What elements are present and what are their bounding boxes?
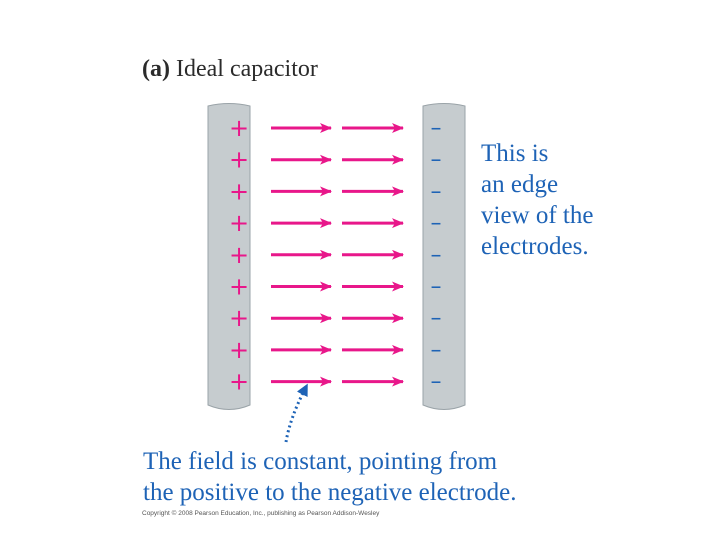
edge-view-note-line: electrodes. bbox=[481, 233, 589, 260]
negative-charges: – – – – – – – – – bbox=[431, 116, 442, 395]
negative-plate bbox=[422, 103, 466, 410]
field-caption-line: the positive to the negative electrode. bbox=[143, 479, 517, 506]
positive-charge-symbol: + bbox=[229, 146, 249, 174]
negative-charge-symbol: – bbox=[431, 275, 442, 300]
edge-view-note-line: view of the bbox=[481, 202, 594, 229]
field-lines bbox=[271, 123, 404, 387]
negative-charge-symbol: – bbox=[431, 370, 442, 395]
negative-charge-symbol: – bbox=[431, 211, 442, 236]
figure-title: (a) Ideal capacitor bbox=[142, 56, 318, 83]
positive-charge-symbol: + bbox=[229, 114, 249, 142]
positive-charge-symbol: + bbox=[229, 368, 249, 396]
field-caption-line: The field is constant, pointing from bbox=[143, 448, 498, 475]
caption-pointer-arrow bbox=[284, 383, 308, 443]
negative-charge-symbol: – bbox=[431, 243, 442, 268]
positive-charge-symbol: + bbox=[229, 273, 249, 301]
figure-title-text: Ideal capacitor bbox=[175, 56, 318, 82]
negative-charge-symbol: – bbox=[431, 148, 442, 173]
edge-view-note-line: This is bbox=[481, 140, 549, 167]
negative-charge-symbol: – bbox=[431, 338, 442, 363]
negative-charge-symbol: – bbox=[431, 179, 442, 204]
edge-view-note-line: an edge bbox=[481, 171, 559, 198]
positive-plate bbox=[207, 103, 251, 410]
positive-charge-symbol: + bbox=[229, 241, 249, 269]
positive-charge-symbol: + bbox=[229, 304, 249, 332]
positive-charge-symbol: + bbox=[229, 336, 249, 364]
positive-charge-symbol: + bbox=[229, 177, 249, 205]
figure-label: (a) bbox=[142, 56, 170, 82]
positive-charge-symbol: + bbox=[229, 209, 249, 237]
copyright-notice: Copyright © 2008 Pearson Education, Inc.… bbox=[142, 510, 380, 517]
negative-charge-symbol: – bbox=[431, 116, 442, 141]
negative-charge-symbol: – bbox=[431, 306, 442, 331]
positive-charges: + + + + + + + + + bbox=[229, 114, 249, 396]
edge-view-note: This is an edge view of the electrodes. bbox=[481, 138, 593, 262]
field-caption: The field is constant, pointing from the… bbox=[143, 446, 516, 508]
